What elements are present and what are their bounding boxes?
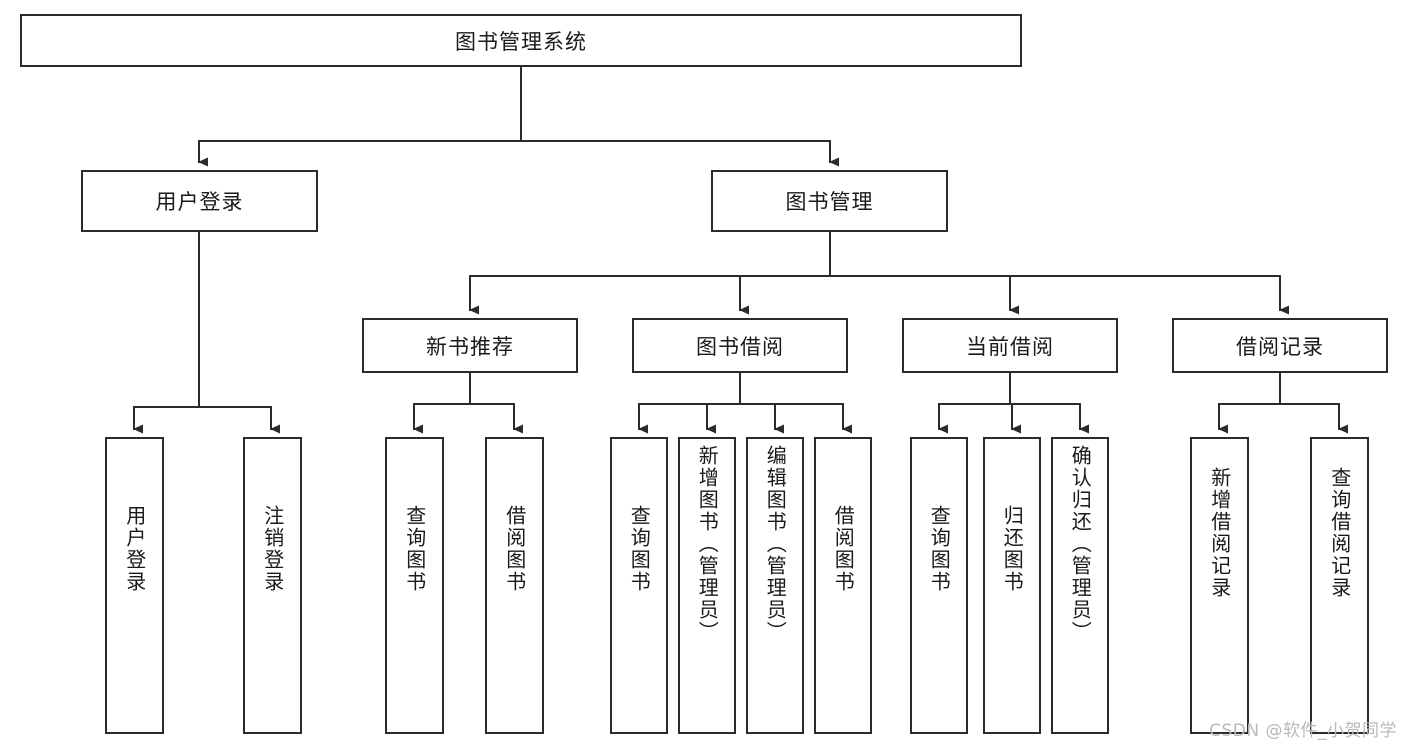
node-book-borrow-label: 图书借阅 <box>696 334 784 359</box>
node-leaf-confirm-return-admin-label: 确认归还（管理员） <box>1068 445 1093 643</box>
node-leaf-logout[interactable]: 注销登录 <box>243 437 302 734</box>
node-leaf-borrow-book-2[interactable]: 借阅图书 <box>814 437 872 734</box>
node-book-borrow[interactable]: 图书借阅 <box>632 318 848 373</box>
node-leaf-query-borrow-record[interactable]: 查询借阅记录 <box>1310 437 1369 734</box>
node-leaf-edit-book-admin-label: 编辑图书（管理员） <box>763 445 788 643</box>
node-current-borrow-label: 当前借阅 <box>966 334 1054 359</box>
node-user-login-label: 用户登录 <box>155 190 244 214</box>
node-leaf-logout-label: 注销登录 <box>260 505 285 593</box>
node-leaf-user-login-label: 用户登录 <box>122 505 147 593</box>
node-leaf-return-book-label: 归还图书 <box>1000 505 1025 593</box>
node-leaf-query-book-2-label: 查询图书 <box>627 505 652 593</box>
node-leaf-borrow-book-1-label: 借阅图书 <box>502 505 527 593</box>
node-user-login[interactable]: 用户登录 <box>81 170 318 232</box>
node-leaf-return-book[interactable]: 归还图书 <box>983 437 1041 734</box>
node-leaf-edit-book-admin[interactable]: 编辑图书（管理员） <box>746 437 804 734</box>
node-leaf-add-borrow-record[interactable]: 新增借阅记录 <box>1190 437 1249 734</box>
node-leaf-confirm-return-admin[interactable]: 确认归还（管理员） <box>1051 437 1109 734</box>
node-leaf-add-book-admin[interactable]: 新增图书（管理员） <box>678 437 736 734</box>
node-root[interactable]: 图书管理系统 <box>20 14 1022 67</box>
node-leaf-query-book-1-label: 查询图书 <box>402 505 427 593</box>
node-new-book-recommend-label: 新书推荐 <box>426 334 514 359</box>
node-borrow-record-label: 借阅记录 <box>1236 334 1324 359</box>
node-new-book-recommend[interactable]: 新书推荐 <box>362 318 578 373</box>
node-leaf-borrow-book-2-label: 借阅图书 <box>831 505 856 593</box>
node-leaf-add-book-admin-label: 新增图书（管理员） <box>695 445 720 643</box>
node-book-management-label: 图书管理 <box>785 190 874 214</box>
node-leaf-query-borrow-record-label: 查询借阅记录 <box>1327 467 1352 599</box>
node-leaf-query-book-3-label: 查询图书 <box>927 505 952 593</box>
node-leaf-borrow-book-1[interactable]: 借阅图书 <box>485 437 544 734</box>
node-current-borrow[interactable]: 当前借阅 <box>902 318 1118 373</box>
node-leaf-query-book-2[interactable]: 查询图书 <box>610 437 668 734</box>
node-root-label: 图书管理系统 <box>455 29 587 54</box>
node-borrow-record[interactable]: 借阅记录 <box>1172 318 1388 373</box>
node-leaf-add-borrow-record-label: 新增借阅记录 <box>1207 467 1232 599</box>
watermark: CSDN @软件_小贺同学 <box>1209 721 1397 741</box>
node-leaf-query-book-3[interactable]: 查询图书 <box>910 437 968 734</box>
node-leaf-user-login[interactable]: 用户登录 <box>105 437 164 734</box>
node-leaf-query-book-1[interactable]: 查询图书 <box>385 437 444 734</box>
node-book-management[interactable]: 图书管理 <box>711 170 948 232</box>
